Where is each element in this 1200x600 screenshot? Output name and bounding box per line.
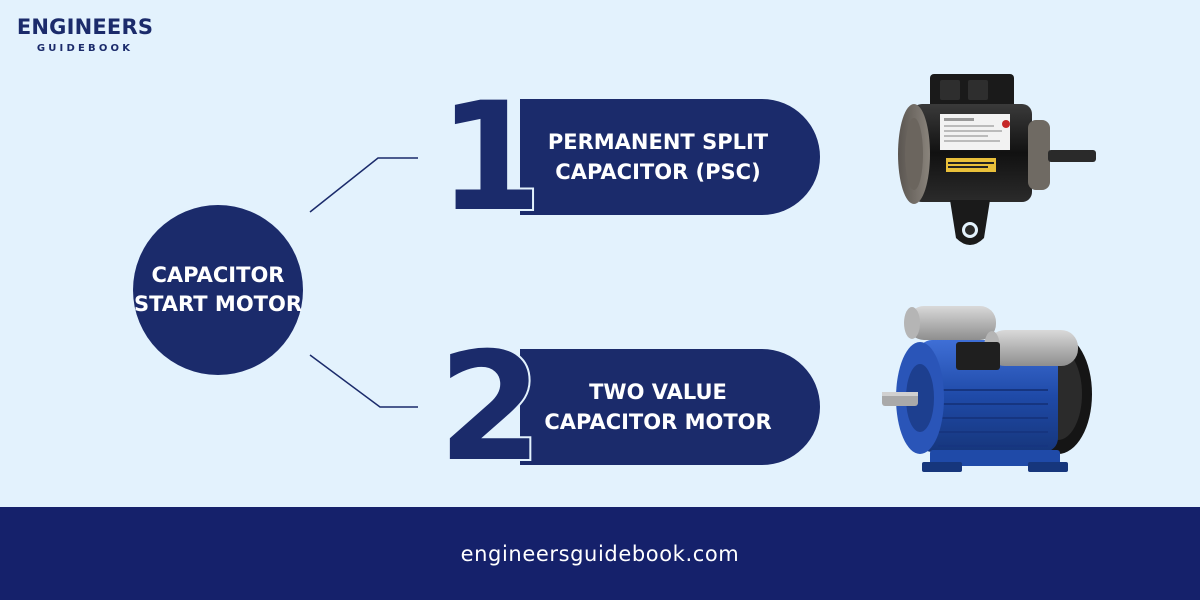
center-label-line2: START MOTOR — [133, 292, 303, 316]
center-node: CAPACITOR START MOTOR — [133, 205, 303, 375]
item-2-label: TWO VALUE CAPACITOR MOTOR — [544, 377, 795, 437]
item-1-banner: PERMANENT SPLIT CAPACITOR (PSC) — [520, 99, 820, 215]
brand-name: ENGINEERS — [16, 15, 154, 39]
two-value-capacitor-motor-icon — [882, 306, 1092, 472]
brand-tagline: GUIDEBOOK — [36, 43, 134, 54]
item-1-label-line2: CAPACITOR (PSC) — [555, 160, 761, 184]
psc-motor-icon — [898, 74, 1096, 245]
item-1-label: PERMANENT SPLIT CAPACITOR (PSC) — [548, 127, 792, 187]
item-2-label-line2: CAPACITOR MOTOR — [544, 410, 772, 434]
center-label: CAPACITOR START MOTOR — [133, 261, 303, 319]
brand-logo[interactable]: ENGINEERS GUIDEBOOK — [10, 14, 160, 55]
footer-bar: engineersguidebook.com — [0, 507, 1200, 600]
connector-line-top — [309, 157, 418, 213]
center-label-line1: CAPACITOR — [151, 263, 285, 287]
item-2-label-line1: TWO VALUE — [589, 380, 727, 404]
footer-website-link[interactable]: engineersguidebook.com — [460, 541, 740, 566]
item-1-number: 1 — [436, 71, 544, 245]
item-1-label-line1: PERMANENT SPLIT — [547, 130, 769, 154]
connector-line-bottom — [309, 354, 418, 408]
item-2-banner: TWO VALUE CAPACITOR MOTOR — [520, 349, 820, 465]
item-2-number: 2 — [436, 321, 544, 495]
